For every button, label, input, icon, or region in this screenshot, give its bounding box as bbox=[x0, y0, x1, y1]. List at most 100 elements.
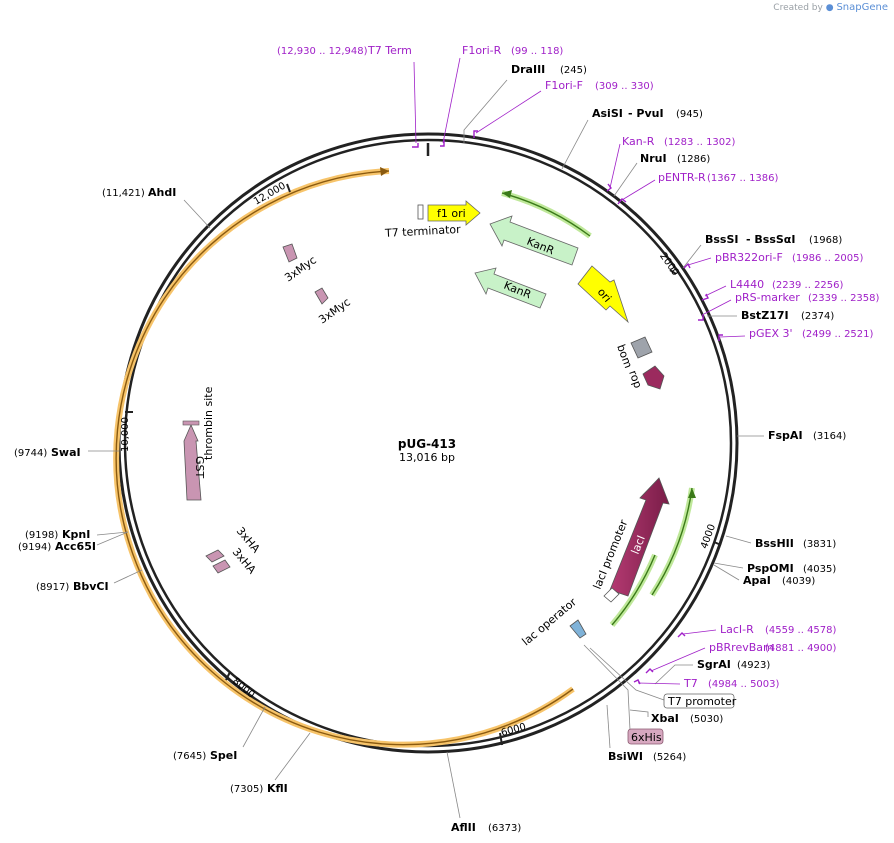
feature-t7-promoter[interactable]: T7 promoter bbox=[589, 647, 737, 709]
feature-gst[interactable]: GST bbox=[183, 424, 206, 501]
primer-f1ori-f[interactable]: F1ori-F (309 .. 330) bbox=[473, 79, 654, 138]
feature-bom-label: bom bbox=[614, 343, 635, 370]
site-bsssi-pos: (1968) bbox=[809, 235, 842, 246]
site-draiii-pos: (245) bbox=[560, 65, 587, 76]
feature-bom[interactable]: bom bbox=[614, 336, 653, 370]
site-apai[interactable]: ApaI (4039) bbox=[713, 564, 815, 587]
primer-pbr322ori-f-name: pBR322ori-F bbox=[715, 251, 783, 264]
primer-pentr-r[interactable]: pENTR-R (1367 .. 1386) bbox=[617, 171, 779, 205]
primer-l4440[interactable]: L4440 (2239 .. 2256) bbox=[701, 278, 844, 301]
site-acc65i-pos: (9194) bbox=[18, 542, 51, 553]
site-kpni[interactable]: KpnI (9198) bbox=[25, 528, 129, 541]
site-pspomi[interactable]: PspOMI (4035) bbox=[713, 562, 836, 575]
primer-l4440-name: L4440 bbox=[730, 278, 764, 291]
primer-laci-r-pos: (4559 .. 4578) bbox=[765, 625, 837, 636]
primer-pbrrevbam[interactable]: pBRrevBam (4881 .. 4900) bbox=[645, 641, 837, 674]
primer-kan-r-pos: (1283 .. 1302) bbox=[664, 137, 736, 148]
primer-f1ori-f-pos: (309 .. 330) bbox=[595, 81, 654, 92]
feature-rop[interactable]: rop bbox=[626, 365, 665, 390]
site-kfli-pos: (7305) bbox=[230, 784, 263, 795]
site-aflii-name: AflII bbox=[451, 821, 476, 834]
site-ahdi[interactable]: AhdI (11,421) bbox=[102, 186, 211, 229]
primer-t7-term-name: T7 Term bbox=[367, 44, 412, 57]
site-bsshii-name: BssHII bbox=[755, 537, 794, 550]
primer-pbr322ori-f[interactable]: pBR322ori-F (1986 .. 2005) bbox=[683, 251, 864, 269]
site-acc65i[interactable]: Acc65I (9194) bbox=[18, 531, 129, 553]
tick-10000: 10,000 bbox=[120, 411, 133, 452]
primer-f1ori-f-name: F1ori-F bbox=[545, 79, 583, 92]
site-spei-pos: (7645) bbox=[173, 751, 206, 762]
site-asisi-pos: (945) bbox=[676, 109, 703, 120]
site-fspai[interactable]: FspAI (3164) bbox=[737, 429, 846, 442]
feature-f1-ori[interactable]: f1 ori bbox=[427, 200, 481, 226]
site-bsssi[interactable]: BssSI - BssSαI (1968) bbox=[682, 233, 842, 269]
feature-kanr-2[interactable]: KanR bbox=[474, 267, 547, 309]
feature-laci[interactable]: lacI bbox=[609, 477, 670, 597]
primer-pgex-3-name: pGEX 3' bbox=[749, 327, 793, 340]
site-bbvci[interactable]: BbvCI (8917) bbox=[36, 569, 143, 593]
site-bsiwi-name: BsiWI bbox=[608, 750, 643, 763]
green-laci-arrowhead bbox=[688, 488, 696, 498]
site-swai[interactable]: SwaI (9744) bbox=[14, 446, 119, 459]
site-bsshii-pos: (3831) bbox=[803, 539, 836, 550]
primer-t7-term[interactable]: T7 Term (12,930 .. 12,948) bbox=[277, 44, 419, 148]
feature-f1-ori-label: f1 ori bbox=[437, 207, 466, 220]
feature-6xhis[interactable]: 6xHis bbox=[583, 644, 664, 745]
feature-6xhis-label: 6xHis bbox=[631, 731, 662, 744]
primer-prs-marker-pos: (2339 .. 2358) bbox=[808, 293, 880, 304]
site-bsiwi-pos: (5264) bbox=[653, 752, 686, 763]
site-bstz17i[interactable]: BstZ17I (2374) bbox=[707, 309, 834, 322]
primer-pgex-3-pos: (2499 .. 2521) bbox=[802, 329, 874, 340]
tick-2000: 2000 bbox=[657, 251, 681, 278]
site-kfli[interactable]: KflI (7305) bbox=[230, 732, 311, 795]
feature-t7-terminator[interactable]: T7 terminator bbox=[384, 204, 462, 240]
primer-t7[interactable]: T7 (4984 .. 5003) bbox=[633, 677, 780, 690]
site-bsssai-name: - BssSαI bbox=[746, 233, 795, 246]
primer-kan-r[interactable]: Kan-R (1283 .. 1302) bbox=[606, 135, 736, 192]
feature-3xmyc-2[interactable]: 3xMyc bbox=[314, 287, 353, 326]
site-sgrai[interactable]: SgrAI (4923) bbox=[654, 658, 770, 685]
site-bsiwi[interactable]: BsiWI (5264) bbox=[606, 704, 686, 763]
plasmid-name: pUG-413 bbox=[398, 437, 456, 451]
site-pspomi-pos: (4035) bbox=[803, 564, 836, 575]
feature-3xmyc-1[interactable]: 3xMyc bbox=[282, 243, 319, 284]
site-kpni-name: KpnI bbox=[62, 528, 90, 541]
site-bbvci-name: BbvCI bbox=[73, 580, 109, 593]
site-spei-name: SpeI bbox=[210, 749, 237, 762]
feature-lac-operator[interactable]: lac operator bbox=[520, 595, 587, 648]
site-swai-name: SwaI bbox=[51, 446, 81, 459]
primer-laci-r[interactable]: LacI-R (4559 .. 4578) bbox=[677, 623, 837, 638]
tick-label-10000: 10,000 bbox=[120, 417, 131, 452]
primer-f1ori-r-name: F1ori-R bbox=[462, 44, 502, 57]
primer-pentr-r-name: pENTR-R bbox=[658, 171, 706, 184]
primer-f1ori-r[interactable]: F1ori-R (99 .. 118) bbox=[440, 44, 563, 147]
primer-pbrrevbam-pos: (4881 .. 4900) bbox=[765, 643, 837, 654]
site-spei[interactable]: SpeI (7645) bbox=[173, 706, 266, 762]
site-bsshii[interactable]: BssHII (3831) bbox=[725, 535, 836, 550]
primer-pgex-3[interactable]: pGEX 3' (2499 .. 2521) bbox=[718, 327, 874, 341]
site-ahdi-name: AhdI bbox=[148, 186, 176, 199]
site-bbvci-pos: (8917) bbox=[36, 582, 69, 593]
feature-thrombin-site[interactable]: thrombin site bbox=[182, 386, 215, 460]
site-bstz17i-pos: (2374) bbox=[801, 311, 834, 322]
site-asisi-pvui[interactable]: AsiSI - PvuI (945) bbox=[561, 107, 703, 170]
site-aflii[interactable]: AflII (6373) bbox=[446, 751, 521, 834]
site-ahdi-pos: (11,421) bbox=[102, 188, 145, 199]
site-xbai[interactable]: XbaI (5030) bbox=[629, 709, 723, 725]
feature-ori[interactable]: ori bbox=[577, 265, 629, 324]
primer-pbrrevbam-name: pBRrevBam bbox=[709, 641, 774, 654]
feature-t7-terminator-label: T7 terminator bbox=[384, 223, 462, 240]
site-draiii[interactable]: DraIII (245) bbox=[463, 63, 587, 143]
feature-kanr-1[interactable]: KanR bbox=[489, 215, 579, 266]
site-nrui[interactable]: NruI (1286) bbox=[613, 152, 710, 197]
primer-prs-marker[interactable]: pRS-marker (2339 .. 2358) bbox=[698, 291, 880, 321]
site-xbai-name: XbaI bbox=[651, 712, 679, 725]
primer-l4440-pos: (2239 .. 2256) bbox=[772, 280, 844, 291]
site-apai-pos: (4039) bbox=[782, 576, 815, 587]
primer-f1ori-r-pos: (99 .. 118) bbox=[511, 46, 563, 57]
orange-feature-arc bbox=[115, 170, 574, 746]
primer-t7-term-pos: (12,930 .. 12,948) bbox=[277, 46, 368, 57]
feature-gst-label: GST bbox=[193, 456, 206, 479]
feature-rop-label: rop bbox=[626, 369, 644, 390]
